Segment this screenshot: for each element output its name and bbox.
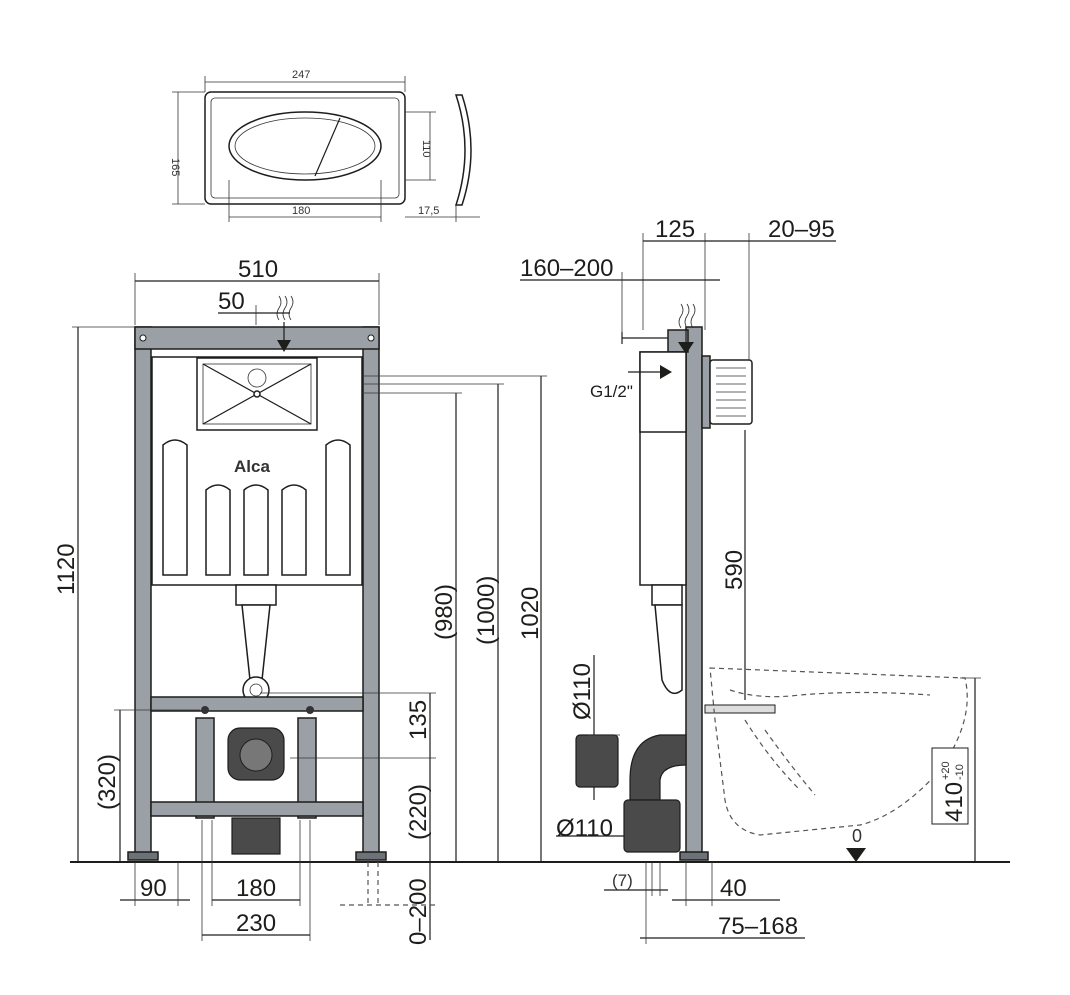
dim-1000: (1000)	[473, 576, 500, 645]
dim-7: (7)	[612, 871, 633, 890]
dim-20-95: 20–95	[768, 216, 835, 243]
flush-plate-drawing: 247 165 110 180 17,5	[169, 69, 480, 222]
plate-depth-label: 17,5	[418, 205, 439, 217]
dim-980: (980)	[431, 584, 458, 640]
dim-125: 125	[655, 216, 695, 243]
dim-510: 510	[238, 256, 278, 283]
plate-width-label: 247	[292, 69, 310, 81]
tolerance-plus: +20	[940, 761, 952, 780]
dim-1020: 1020	[517, 587, 544, 640]
dim-1120: 1120	[53, 543, 80, 595]
dim-40: 40	[720, 875, 747, 902]
dim-50: 50	[218, 288, 245, 315]
plate-height-label: 165	[169, 158, 181, 176]
dim-180: 180	[236, 875, 276, 902]
dim-135: 135	[405, 700, 432, 740]
dim-320: (320)	[94, 754, 121, 810]
thread-g-half: G1/2"	[590, 382, 633, 401]
floor-zero-label: 0	[852, 826, 862, 846]
dim-410: 410	[941, 782, 968, 822]
dim-230: 230	[236, 910, 276, 937]
plate-inner-width-label: 180	[292, 205, 310, 217]
tolerance-minus: -10	[954, 764, 966, 780]
dim-75-168: 75–168	[718, 913, 798, 940]
side-view: 125 20–95 160–200 G1/2" 590 Ø110 Ø110 (7…	[520, 216, 981, 944]
dim-dia-110-bottom: Ø110	[556, 815, 613, 842]
dim-590: 590	[721, 550, 748, 590]
plate-inner-height-label: 110	[420, 140, 432, 158]
dim-dia-110-top: Ø110	[569, 663, 596, 720]
dim-90: 90	[140, 875, 167, 902]
dim-0-200: 0–200	[405, 878, 432, 945]
front-view: Alca 510 50 1120 (980)	[53, 256, 547, 945]
dim-160-200: 160–200	[520, 255, 613, 282]
brand-logo: Alca	[234, 457, 270, 476]
dim-220: (220)	[405, 784, 432, 840]
